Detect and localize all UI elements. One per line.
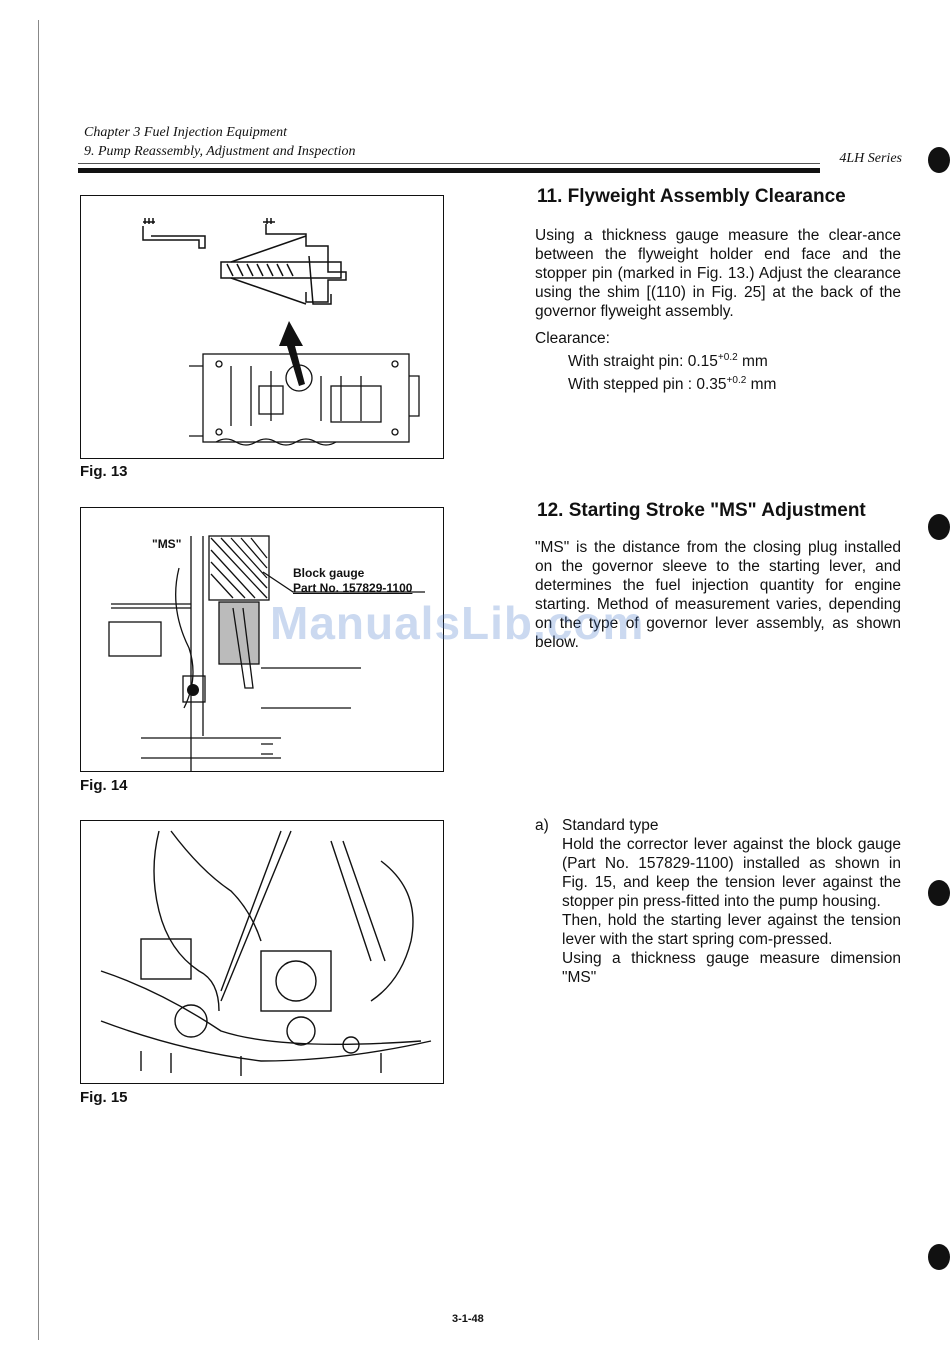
step-a-paragraph-1: Hold the corrector lever against the blo…: [562, 836, 901, 910]
figure-13-illustration: [80, 195, 444, 459]
unit: mm: [746, 376, 777, 394]
hands-measuring-photo: [100, 830, 432, 1076]
binding-line: [38, 20, 39, 1340]
header-rule-thin: [78, 163, 820, 164]
section-11-body: Using a thickness gauge measure the clea…: [535, 226, 901, 394]
section-12-heading: 12. Starting Stroke "MS" Adjustment: [537, 500, 866, 521]
unit: mm: [737, 353, 768, 371]
figure-15-illustration: [80, 820, 444, 1084]
section-11-heading: 11. Flyweight Assembly Clearance: [537, 186, 846, 207]
punch-hole: [928, 1244, 950, 1270]
step-a: a) Standard type Hold the corrector leve…: [535, 816, 901, 987]
straight-pin-value: With straight pin: 0.15: [568, 353, 718, 371]
step-a-paragraph-2: Then, hold the starting lever against th…: [562, 912, 901, 948]
figure-14-illustration: [80, 507, 444, 772]
punch-hole: [928, 880, 950, 906]
straight-pin-tolerance: +0.2: [717, 352, 738, 363]
stepped-pin-tolerance: +0.2: [726, 375, 747, 387]
page-number: 3-1-48: [452, 1313, 484, 1325]
section-12-paragraph: "MS" is the distance from the closing pl…: [535, 539, 901, 651]
section-title: 9. Pump Reassembly, Adjustment and Inspe…: [84, 144, 356, 159]
ms-label: "MS": [152, 537, 182, 551]
flyweight-clearance-drawing: [142, 218, 420, 446]
header-rule: [78, 168, 820, 173]
punch-hole: [928, 147, 950, 173]
clearance-label: Clearance:: [535, 330, 610, 347]
step-a-label: a): [535, 817, 549, 834]
clearance-stepped: With stepped pin : 0.35+0.2 mm: [535, 371, 901, 394]
chapter-title: Chapter 3 Fuel Injection Equipment: [84, 125, 287, 140]
figure-caption: Fig. 13: [80, 463, 128, 480]
block-gauge-drawing: [108, 535, 425, 771]
figure-caption: Fig. 14: [80, 777, 128, 794]
punch-hole: [928, 514, 950, 540]
section-11-paragraph: Using a thickness gauge measure the clea…: [535, 227, 901, 320]
callout-block-gauge: Block gauge: [293, 566, 365, 580]
stepped-pin-value: With stepped pin : 0.35: [568, 376, 727, 394]
watermark: ManualsLib.com: [270, 597, 645, 649]
section-12-body: "MS" is the distance from the closing pl…: [535, 538, 901, 660]
series-label: 4LH Series: [839, 151, 902, 166]
step-a-title: Standard type: [562, 817, 659, 834]
callout-part-number: Part No. 157829-1100: [293, 581, 413, 595]
step-a-paragraph-3: Using a thickness gauge measure dimensio…: [562, 950, 901, 986]
clearance-straight: With straight pin: 0.15+0.2 mm: [535, 348, 901, 371]
figure-caption: Fig. 15: [80, 1089, 128, 1106]
